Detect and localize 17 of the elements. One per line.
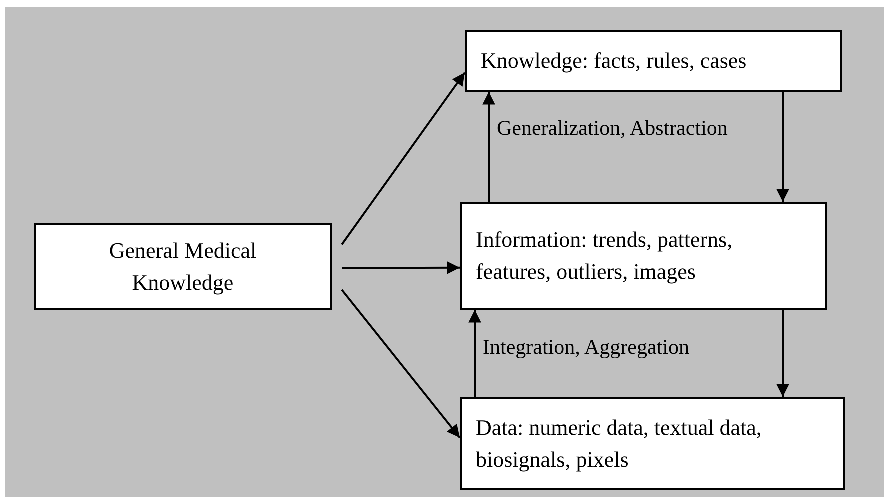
arrow [776,310,790,397]
arrow [776,92,790,202]
arrow [341,289,461,439]
text-box [460,202,827,310]
arrow [342,262,460,274]
node-text: Knowledge: facts, rules, cases [481,47,747,75]
arrow [468,310,482,397]
node-text: Information: trends, patterns, features, outliers, images [476,226,734,286]
arrow [341,72,466,246]
text-box [465,30,842,92]
node-text: General Medical Knowledge [108,236,258,297]
text-box [34,223,332,310]
node-text: Data: numeric data, textual data, biosignals, pixels [476,414,763,474]
edge-label: Generalization, Abstraction [497,116,728,140]
arrow [482,92,496,202]
text-box [460,397,845,490]
edge-label: Integration, Aggregation [483,335,690,359]
